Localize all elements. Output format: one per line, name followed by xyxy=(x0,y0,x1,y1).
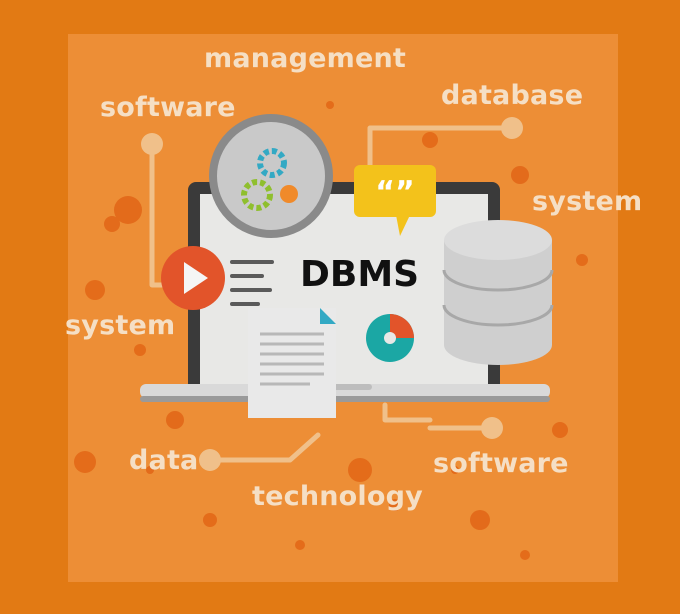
label-software-top: software xyxy=(100,92,236,123)
database-stack-icon xyxy=(442,220,554,365)
document-icon xyxy=(248,308,336,418)
screen-text-lines xyxy=(230,260,274,306)
connector-dots xyxy=(141,117,523,471)
gears-icon xyxy=(209,114,333,238)
dbms-title: DBMS xyxy=(300,254,420,295)
label-system-right: system xyxy=(532,186,643,217)
chat-bubble-icon: “” xyxy=(354,165,436,236)
play-icon xyxy=(161,246,225,310)
svg-text:“”: “” xyxy=(375,175,414,210)
label-technology: technology xyxy=(252,481,423,512)
label-management: management xyxy=(204,43,407,74)
label-system-left: system xyxy=(65,310,176,341)
pie-chart-icon xyxy=(366,314,414,362)
label-database: database xyxy=(441,80,584,111)
label-software-bottom: software xyxy=(433,448,569,479)
paint-splatter xyxy=(74,101,588,560)
label-data: data xyxy=(129,445,199,476)
